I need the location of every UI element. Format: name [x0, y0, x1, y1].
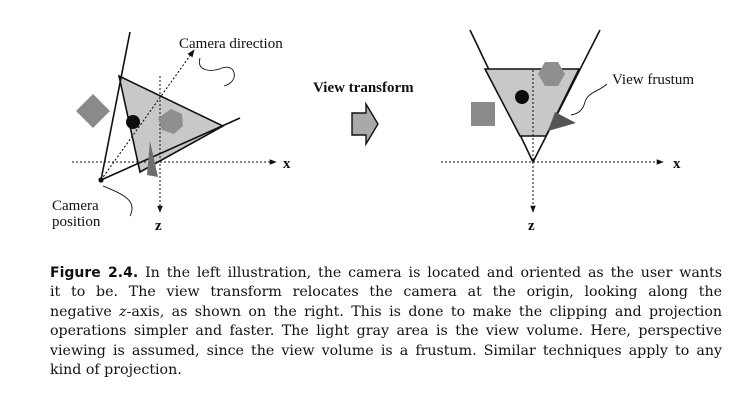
z-axis-label-left: z [155, 218, 162, 234]
sphere-object-left [126, 115, 140, 129]
caption-italic-z: z [119, 303, 127, 320]
square-object-right [471, 102, 495, 126]
hexagon-object-left [158, 109, 183, 134]
caption-line-5: viewing is assumed, since the view volum… [50, 342, 722, 359]
camera-direction-arrow [100, 49, 195, 181]
camera-position-label-line1: Camera [52, 198, 99, 214]
figure-illustration: Camera direction Camera position x z Vie… [52, 29, 694, 234]
caption-text-1: In the left illustration, the camera is … [145, 265, 722, 281]
view-transform-arrow-icon [351, 101, 379, 147]
sphere-object-right [515, 90, 529, 104]
camera-point [98, 177, 104, 183]
camera-direction-label: Camera direction [179, 36, 283, 52]
caption-text-3a: negative [50, 303, 120, 320]
caption-line-3: negative z-axis, as shown on the right. … [50, 303, 722, 322]
middle-panel: View transform [313, 80, 414, 147]
camera-direction-pointer [198, 57, 235, 87]
view-frustum-pointer [570, 83, 608, 116]
x-axis-label-right: x [673, 156, 681, 172]
caption-line-6: kind of projection. [50, 362, 182, 379]
view-transform-label: View transform [313, 80, 414, 96]
frustum-edge-right [100, 117, 241, 181]
square-object-left [76, 94, 110, 128]
hexagon-object-right [538, 62, 565, 86]
z-axis-label-right: z [528, 218, 535, 234]
camera-position-pointer [102, 185, 133, 217]
cone-object-right [548, 112, 576, 131]
left-panel: Camera direction Camera position x z [52, 31, 291, 234]
figure-caption: Figure 2.4. In the left illustration, th… [50, 264, 722, 380]
caption-line-1: Figure 2.4. In the left illustration, th… [50, 264, 722, 283]
caption-line-4: operations simpler and faster. The light… [50, 323, 722, 340]
cone-object-left [147, 141, 158, 177]
caption-line-2: it to be. The view transform relocates t… [50, 284, 722, 301]
view-frustum-label: View frustum [612, 72, 694, 88]
figure-number-label: Figure 2.4. [50, 265, 139, 281]
x-axis-label-left: x [283, 156, 291, 172]
caption-text-3b: -axis, as shown on the right. This is do… [126, 303, 723, 320]
camera-position-label-line2: position [52, 214, 101, 230]
right-panel: View frustum x z [441, 29, 694, 234]
frustum-edge-left [100, 31, 131, 181]
